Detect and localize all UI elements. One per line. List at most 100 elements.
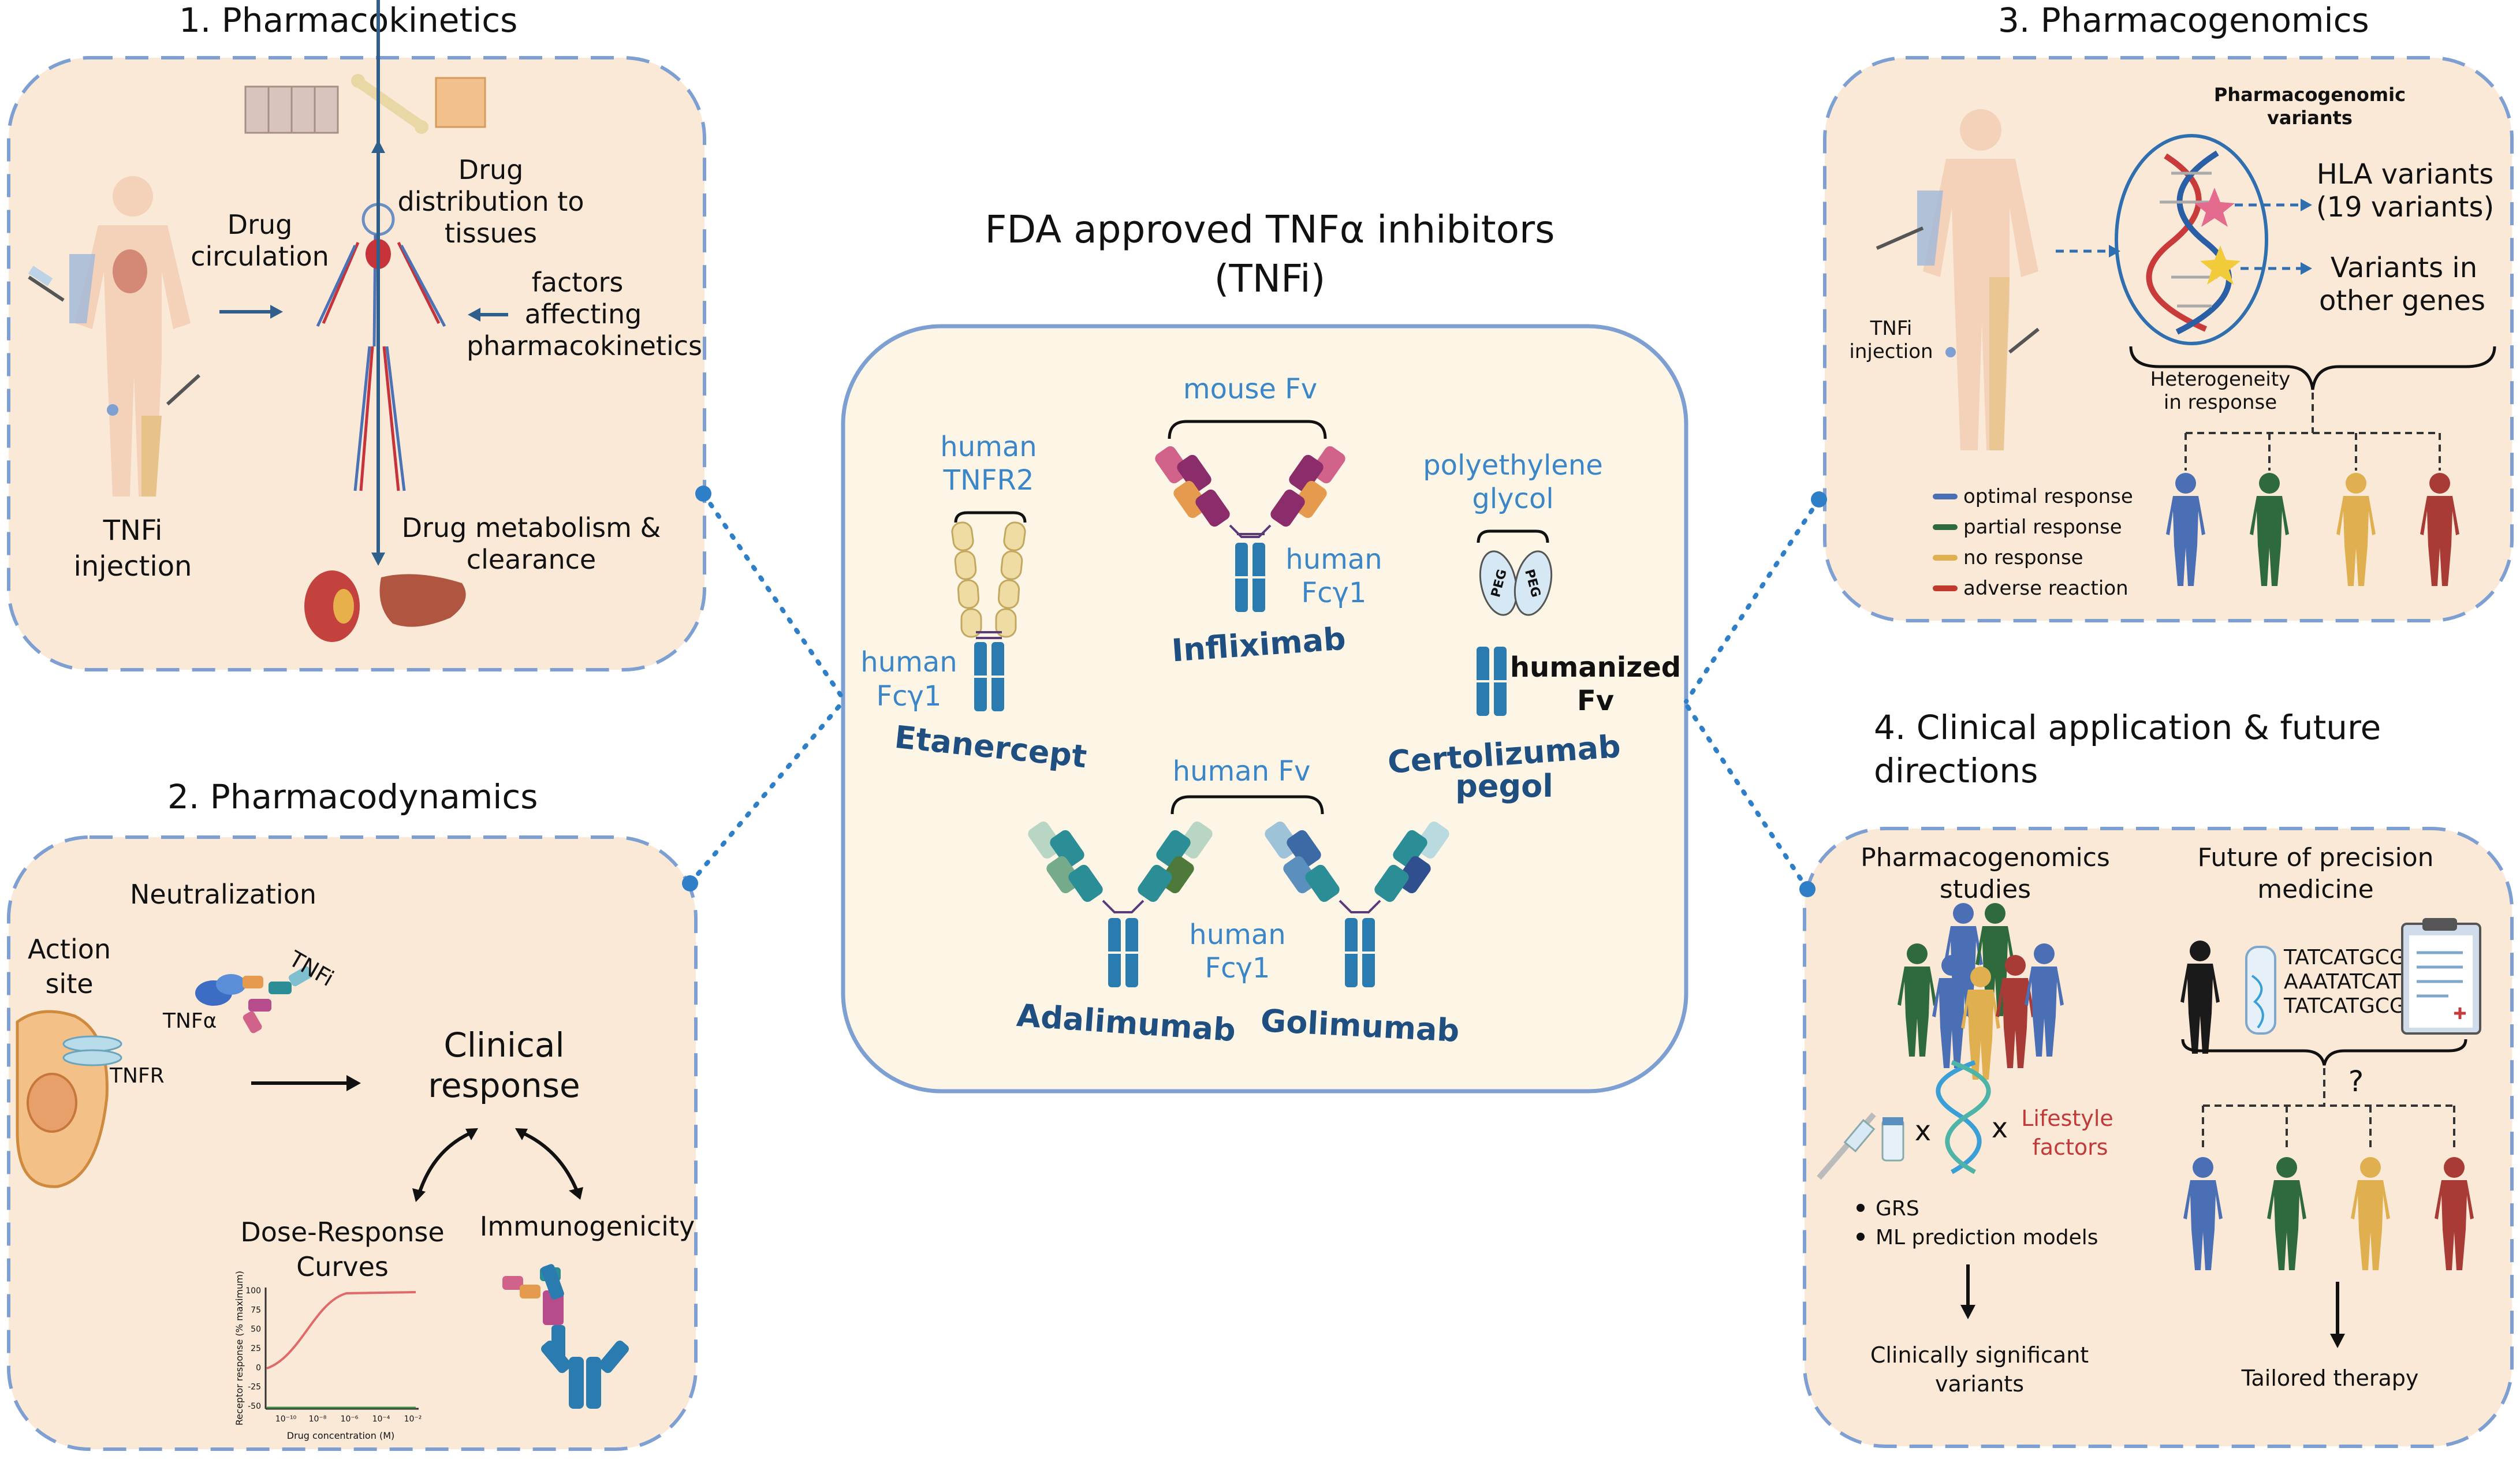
panel3-hetero-2: in response — [2164, 391, 2277, 414]
cell-icon — [16, 1010, 122, 1188]
plot-xtick-label: 10⁻¹⁰ — [275, 1415, 297, 1424]
dna-strand-icon — [1936, 1060, 1991, 1174]
panel1-box — [7, 56, 706, 671]
adalimumab-arms — [1028, 821, 1213, 902]
panel3-hla-1: HLA variants — [2317, 158, 2494, 191]
infliximab-side-label-1: human — [1285, 543, 1382, 576]
golimumab-arms — [1265, 821, 1449, 902]
panel3-hla-2: (19 variants) — [2316, 191, 2494, 223]
etanercept-top-label-1: human — [940, 431, 1037, 463]
plot-xtick-label: 10⁻⁴ — [372, 1415, 390, 1424]
test-tube-icon — [2245, 946, 2276, 1035]
panel2-neutralization: Neutralization — [130, 879, 316, 910]
panel1-metabolism-2: clearance — [467, 544, 596, 575]
panel3-variants-head-1: Pharmacogenomic — [2214, 84, 2406, 106]
panel-pharmacogenomics: 3. Pharmacogenomics TNFi injection Pharm… — [1823, 1, 2514, 622]
panel1-metabolism-1: Drug metabolism & — [402, 512, 661, 543]
infliximab-brace — [1168, 420, 1327, 439]
dna-seq-1: TATCATGCGC — [2283, 946, 2420, 969]
plot-ytick-label: 100 — [245, 1286, 261, 1296]
panel1-injection-1: TNFi — [103, 514, 163, 547]
panel4-bullet-1: GRS — [1876, 1197, 1919, 1221]
panel3-other-1: Variants in — [2331, 252, 2477, 284]
panel1-distribution-1: Drug — [458, 154, 524, 185]
shared-side-label-1: human — [1189, 919, 1285, 951]
infliximab-left-arm — [1155, 446, 1230, 527]
connector-pk — [701, 491, 845, 701]
plot-ytick-label: -25 — [248, 1383, 261, 1392]
panel3-variants-head-2: variants — [2267, 107, 2353, 129]
panel1-circulation-1: Drug — [228, 209, 293, 240]
panel2-dose-2: Curves — [296, 1251, 389, 1282]
peg-right-icon — [1514, 550, 1553, 616]
bone-icon — [351, 74, 428, 134]
adalimumab-golimumab-group: human Fv Adalimumab — [1016, 755, 1460, 1049]
panel2-clinical-1: Clinical — [443, 1025, 564, 1065]
plot-ytick-label: 25 — [251, 1344, 261, 1353]
panel1-factors-2: affecting — [525, 298, 642, 330]
plot-xtick-label: 10⁻² — [404, 1415, 422, 1424]
center-panel: FDA approved TNFα inhibitors (TNFi) huma… — [841, 207, 1688, 1094]
panel4-tree-connector — [2202, 1068, 2455, 1152]
infliximab-top-label: mouse Fv — [1183, 373, 1317, 405]
legend-label: no response — [1963, 546, 2083, 569]
tnfa-tnfi-complex-icon — [195, 966, 313, 1033]
bidirectional-arrows — [412, 1128, 583, 1202]
plot-ytick-label: 0 — [256, 1363, 261, 1372]
etanercept-molecule: human TNFR2 human Fcγ1 Etanercept — [860, 431, 1088, 775]
arrow-to-tailored — [2330, 1282, 2345, 1348]
panel4-tailored: Tailored therapy — [2241, 1365, 2419, 1391]
tnfr2-domains — [951, 521, 1026, 638]
dna-sequence-text: TATCATGCGC AAATATCATG TATCATGCG — [2283, 946, 2420, 1018]
bullet-dot-1 — [1857, 1204, 1865, 1212]
panel3-injection-1: TNFi — [1870, 317, 1913, 340]
panel4-future-2: medicine — [2257, 875, 2373, 904]
bullet-dot-2 — [1857, 1233, 1865, 1241]
liver-icon — [379, 574, 466, 627]
panel4-times-2: x — [1992, 1112, 2008, 1144]
center-box — [841, 324, 1688, 1094]
panel4-times-1: x — [1915, 1115, 1931, 1147]
arrow-to-circulation — [219, 305, 283, 319]
center-title-line2: (TNFi) — [1214, 256, 1326, 301]
panel4-title-2: directions — [1874, 751, 2038, 790]
legend-label: optimal response — [1963, 485, 2133, 508]
tissue-cells-icon — [244, 85, 339, 134]
plot-ytick-label: -50 — [248, 1402, 261, 1411]
dna-seq-2: AAATATCATG — [2284, 970, 2417, 994]
panel3-title: 3. Pharmacogenomics — [1998, 1, 2369, 40]
certolizumab-top-label-1: polyethylene — [1423, 449, 1603, 482]
plot-xtick-label: 10⁻⁸ — [309, 1415, 327, 1424]
legend-label: partial response — [1963, 516, 2122, 539]
panel2-clinical-2: response — [428, 1066, 580, 1105]
certolizumab-name-2: pegol — [1455, 768, 1553, 804]
certolizumab-brace — [1477, 529, 1549, 543]
panel4-bullet-2: ML prediction models — [1876, 1226, 2098, 1249]
panel3-hetero-1: Heterogeneity — [2150, 368, 2291, 391]
panel1-title: 1. Pharmacokinetics — [179, 1, 517, 40]
legend-label: adverse reaction — [1963, 577, 2128, 600]
panel1-distribution-2: distribution to — [398, 186, 584, 217]
panel1-injection-2: injection — [74, 550, 192, 583]
panel3-curly-brace — [2129, 346, 2496, 390]
certolizumab-molecule: polyethylene glycol PEG PEG humanized Fv… — [1386, 449, 1681, 804]
panel3-injection-2: injection — [1849, 340, 1933, 363]
fat-tissue-icon — [435, 77, 486, 128]
shared-brace — [1170, 795, 1324, 815]
panel4-pgx-2: studies — [1940, 875, 2031, 904]
arrow-to-significant — [1960, 1264, 1975, 1319]
panel-clinical-application: 4. Clinical application & future directi… — [1803, 708, 2514, 1448]
panel4-lifestyle-2: factors — [2032, 1135, 2108, 1160]
clipboard-icon — [2401, 918, 2481, 1035]
plot-ytick-label: 50 — [251, 1325, 261, 1334]
infliximab-molecule: mouse Fv human Fcγ1 Infliximab — [1155, 373, 1382, 669]
panel4-pgx-1: Pharmacogenomics — [1861, 843, 2110, 872]
panel4-question: ? — [2348, 1065, 2364, 1098]
immunogenicity-antibody-icon — [502, 1264, 629, 1409]
panel4-curly-brace — [2181, 1039, 2467, 1066]
panel2-action-1: Action — [28, 934, 111, 965]
panel2-immuno: Immunogenicity — [480, 1211, 695, 1242]
